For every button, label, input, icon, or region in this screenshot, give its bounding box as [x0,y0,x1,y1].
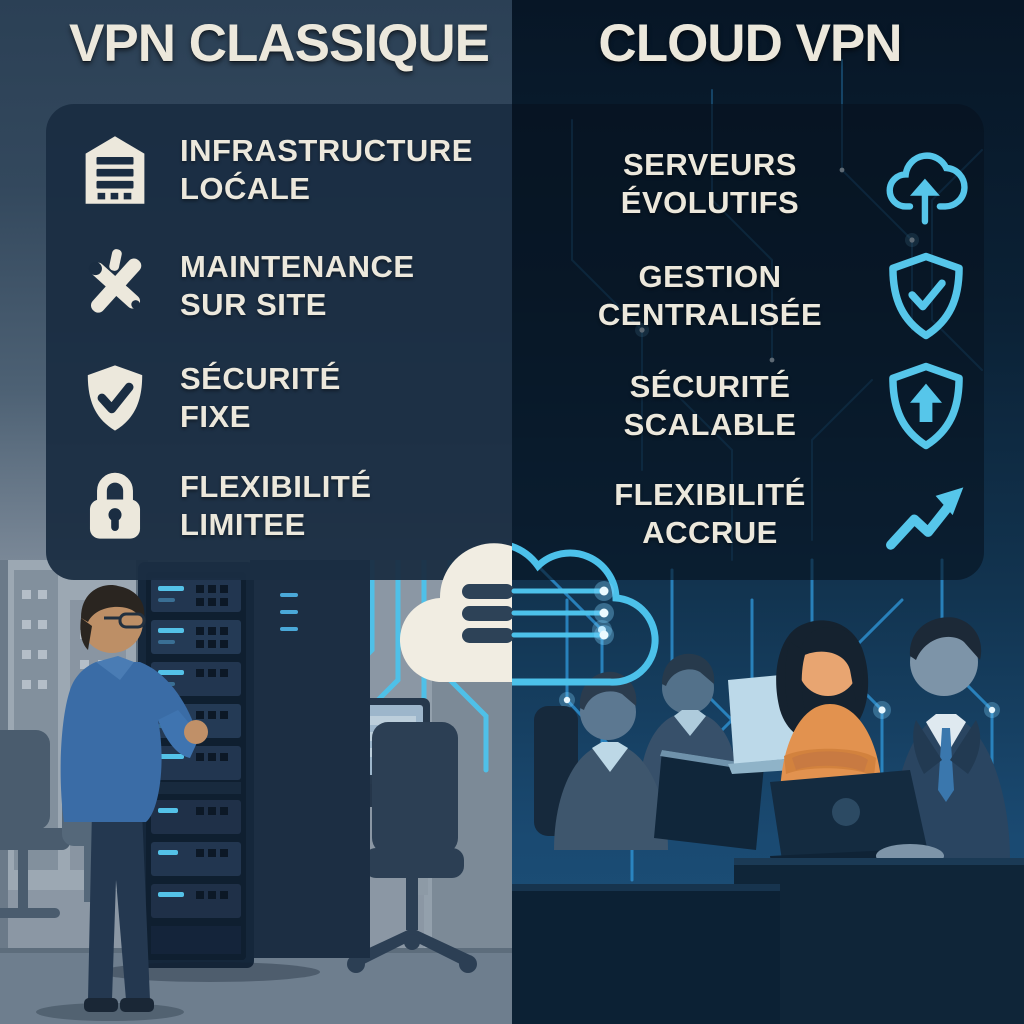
feature-infrastructure-locale: INFRASTRUCTURE LOĆALE [78,132,498,209]
feature-flexibilite-accrue: FLEXIBILITÉ ACCRUE [560,466,980,562]
building-server-icon [78,133,152,207]
feature-label: CENTRALISÉE [597,297,823,332]
connection-lines [511,581,614,645]
right-title: CLOUD VPN [598,14,902,73]
feature-label: FIXE [180,399,251,435]
left-title: VPN CLASSIQUE [69,14,490,73]
feature-label: LOĆALE [180,171,311,207]
feature-label: SCALABLE [623,407,797,442]
trend-up-icon [878,466,974,562]
feature-label: LIMITEE [180,507,306,543]
person-woman [776,620,882,800]
feature-flexibilite-limitee: FLEXIBILITÉ LIMITEE [78,468,498,545]
shield-up-icon [878,358,974,454]
server-units [151,578,241,954]
feature-serveurs-evolutifs: SERVEURS ÉVOLUTIFS [560,136,980,232]
feature-label: SÉCURITÉ [180,361,341,396]
feature-label: MAINTENANCE [180,249,415,284]
feature-label: SÉCURITÉ [629,368,791,404]
right-scene-team [512,617,1024,1024]
cloud-server-icon [399,542,659,686]
feature-label: ACCRUE [642,515,778,550]
padlock-icon [78,469,152,543]
person-suit-man [770,617,1010,870]
person-1 [534,671,764,850]
feature-label: FLEXIBILITÉ [180,469,372,504]
technician-figure [36,585,208,1021]
feature-maintenance-sur-site: MAINTENANCE SUR SITE [78,248,498,325]
server-stack-icon [462,584,514,643]
left-scene-office [0,560,512,1024]
crossed-tools-icon [78,249,152,323]
cloud-upload-icon [878,136,974,232]
feature-label: FLEXIBILITÉ [614,476,806,512]
cloud-vpn-panel [512,104,984,580]
feature-label: INFRASTRUCTURE [180,133,473,168]
feature-label: SERVEURS [623,146,797,182]
shield-check-icon [78,361,152,435]
feature-securite-scalable: SÉCURITÉ SCALABLE [560,358,980,454]
feature-gestion-centralisee: GESTION CENTRALISÉE [560,248,980,344]
meeting-desks [512,858,1024,1024]
floor [0,950,512,1024]
feature-label: SUR SITE [180,287,327,323]
feature-label: ÉVOLUTIFS [620,185,800,220]
feature-securite-fixe: SÉCURITÉ FIXE [78,360,498,437]
office-chair [347,722,477,973]
shield-check-outline-icon [878,248,974,344]
feature-label: GESTION [638,258,782,294]
